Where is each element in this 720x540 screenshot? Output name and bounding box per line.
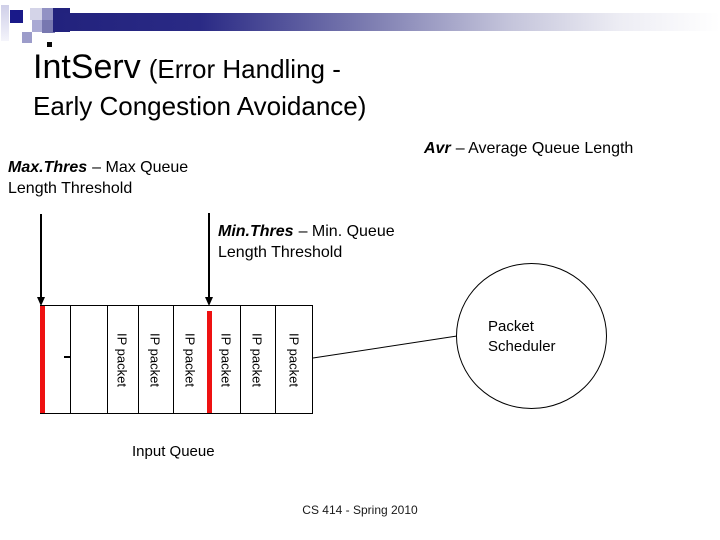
packet-scheduler-label: Packet Scheduler <box>488 317 556 357</box>
packet-scheduler-label-line1: Packet <box>488 318 534 335</box>
deco-square-strip <box>1 5 9 41</box>
deco-square-slate <box>42 20 55 33</box>
queue-cell-notch <box>64 356 70 358</box>
max-thres-pointer-line <box>40 214 42 298</box>
queue-cell-label: IP packet <box>114 332 130 387</box>
label-max-thres-definition: – Max Queue <box>92 159 189 176</box>
queue-divider <box>107 306 108 413</box>
slide-footer: CS 414 - Spring 2010 <box>302 503 418 517</box>
label-min-thres-term: Min.Thres <box>218 223 294 240</box>
label-max-thres-definition-line2: Length Threshold <box>8 180 133 197</box>
slide-title-main: IntServ <box>33 48 141 86</box>
queue-divider <box>275 306 276 413</box>
min-thres-pointer-line <box>208 213 210 298</box>
min-threshold-red-bar <box>207 311 212 413</box>
queue-divider <box>70 306 71 413</box>
queue-cell-label: IP packet <box>286 332 302 387</box>
deco-square-small <box>22 32 32 43</box>
slide-title: IntServ(Error Handling - <box>33 46 673 95</box>
label-min-thres-definition-line2: Length Threshold <box>218 244 343 261</box>
label-avr: Avr– Average Queue Length <box>424 138 633 159</box>
deco-square-navy <box>10 10 23 23</box>
queue-divider <box>138 306 139 413</box>
input-queue-box: IP packet IP packet IP packet IP packet … <box>40 305 313 414</box>
label-min-thres: Min.Thres– Min. Queue Length Threshold <box>218 221 433 263</box>
queue-divider <box>173 306 174 413</box>
label-max-thres-term: Max.Thres <box>8 159 88 176</box>
header-gradient-bar <box>53 13 720 31</box>
queue-to-scheduler-connector-line <box>312 335 458 359</box>
deco-square-medium <box>42 8 53 20</box>
slide-title-line2: Early Congestion Avoidance) <box>33 91 367 121</box>
label-avr-term: Avr <box>424 140 451 157</box>
label-min-thres-definition: – Min. Queue <box>298 223 395 240</box>
deco-square-pale <box>30 8 42 20</box>
queue-divider <box>240 306 241 413</box>
packet-scheduler-circle: Packet Scheduler <box>456 263 607 409</box>
label-avr-definition: – Average Queue Length <box>455 140 634 157</box>
queue-cell-label: IP packet <box>147 332 163 387</box>
queue-cell-label: IP packet <box>182 332 198 387</box>
deco-square-medium-2 <box>32 20 43 32</box>
queue-cell-label: IP packet <box>249 332 265 387</box>
min-thres-arrowhead-icon <box>205 297 213 306</box>
slide-title-paren: (Error Handling - <box>148 54 341 84</box>
max-threshold-red-bar <box>40 306 45 413</box>
input-queue-caption: Input Queue <box>132 443 215 460</box>
max-thres-arrowhead-icon <box>37 297 45 306</box>
label-max-thres: Max.Thres– Max Queue Length Threshold <box>8 157 223 199</box>
queue-cell-label: IP packet <box>218 332 234 387</box>
deco-square-tiny-black <box>47 42 52 47</box>
packet-scheduler-label-line2: Scheduler <box>488 338 556 355</box>
